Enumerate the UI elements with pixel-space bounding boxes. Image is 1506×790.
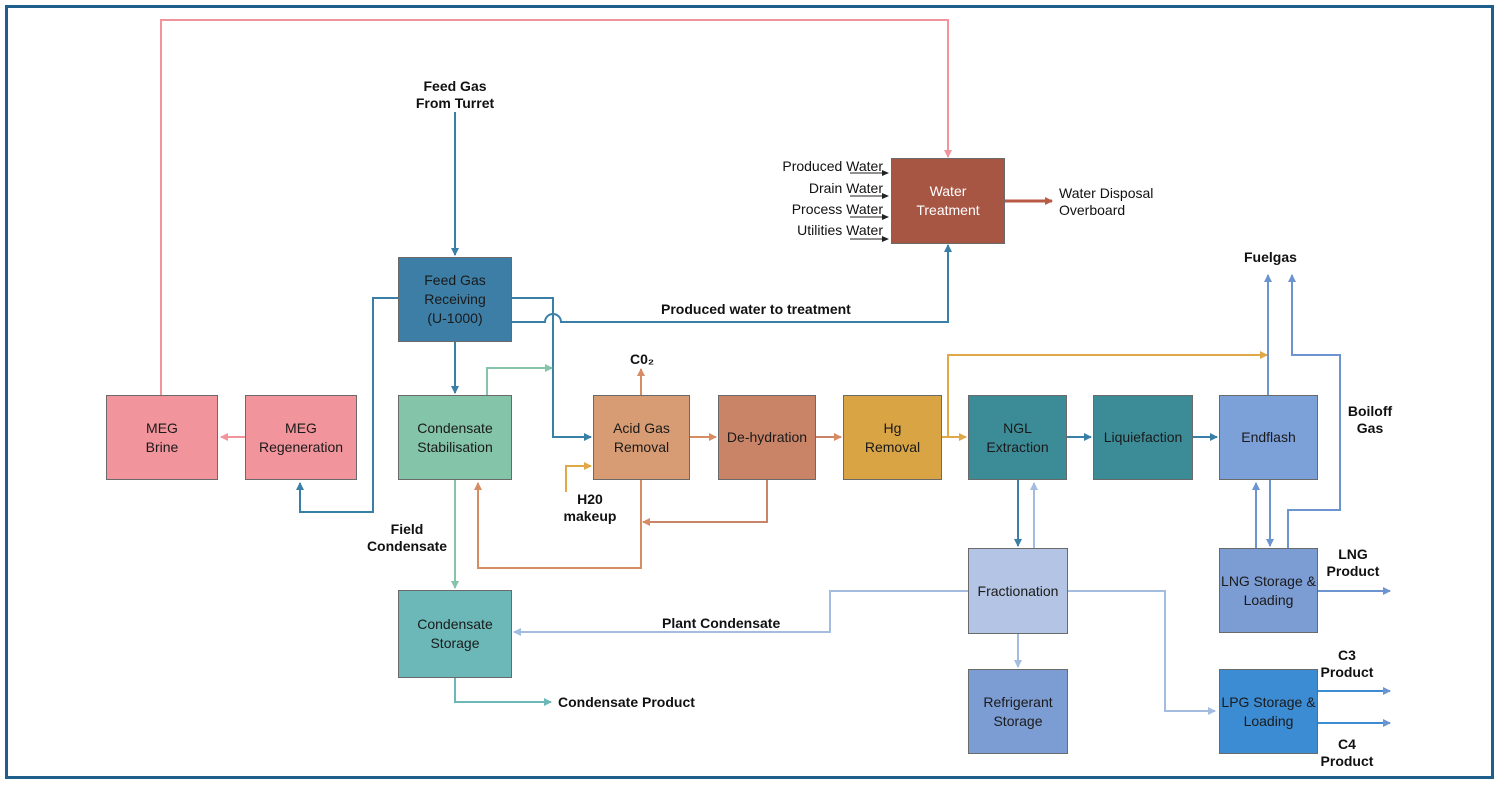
hg-removal-unit: Hg Removal	[843, 395, 942, 480]
produced-water-treatment-label: Produced water to treatment	[661, 301, 851, 317]
refrigerant-storage-unit: Refrigerant Storage	[968, 669, 1068, 754]
h2o-makeup-line	[565, 462, 592, 492]
utilities-water-label: Utilities Water	[797, 222, 883, 238]
produced-water-label: Produced Water	[782, 158, 883, 174]
field-condensate-label: Field Condensate	[366, 521, 448, 554]
water-treatment-unit: Water Treatment	[891, 158, 1005, 244]
drain-water-label: Drain Water	[808, 180, 883, 196]
meg-brine-unit: MEG Brine	[106, 395, 218, 480]
fractionation-to-lpg-line	[1068, 590, 1216, 715]
produced-water-line	[512, 244, 952, 323]
meg-regeneration-unit: MEG Regeneration	[245, 395, 357, 480]
receiving-to-meg-regen-line	[296, 297, 398, 513]
liquefaction-unit: Liquiefaction	[1093, 395, 1193, 480]
boiloff-gas-line	[1287, 274, 1341, 548]
lpg-storage-unit: LPG Storage & Loading	[1219, 669, 1318, 754]
stabilisation-overhead-line	[486, 364, 553, 395]
condensate-product-line	[454, 678, 552, 706]
water-disposal-label: Water Disposal Overboard	[1059, 185, 1154, 218]
h2o-makeup-label: H20 makeup	[563, 491, 617, 524]
diagram-frame	[5, 5, 1494, 779]
meg-brine-to-water-treatment-line	[160, 19, 952, 395]
co2-label: C0₂	[630, 351, 655, 367]
condensate-stabilisation-unit: Condensate Stabilisation	[398, 395, 512, 480]
process-water-label: Process Water	[791, 201, 883, 217]
plant-condensate-label: Plant Condensate	[662, 615, 781, 631]
dehydration-unit: De-hydration	[718, 395, 816, 480]
endflash-unit: Endflash	[1219, 395, 1318, 480]
plant-condensate-line	[513, 590, 968, 636]
boiloff-gas-label: Boiloff Gas	[1347, 403, 1393, 436]
dehydration-return-line	[642, 480, 768, 526]
receiving-to-acid-gas-line	[512, 297, 592, 441]
ngl-extraction-unit: NGL Extraction	[968, 395, 1067, 480]
acid-gas-removal-unit: Acid Gas Removal	[593, 395, 690, 480]
feed-gas-label: Feed Gas From Turret	[415, 78, 495, 111]
acid-to-stabilisation-line	[474, 480, 642, 569]
c3-product-label: C3 Product	[1320, 647, 1374, 680]
lng-product-label: LNG Product	[1326, 546, 1380, 579]
condensate-product-label: Condensate Product	[558, 694, 695, 710]
fuelgas-label: Fuelgas	[1244, 249, 1297, 265]
c4-product-label: C4 Product	[1320, 736, 1374, 769]
condensate-storage-unit: Condensate Storage	[398, 590, 512, 678]
lng-storage-unit: LNG Storage & Loading	[1219, 548, 1318, 633]
feed-gas-receiving-unit: Feed Gas Receiving (U-1000)	[398, 257, 512, 342]
hg-to-endflash-line	[942, 351, 1268, 438]
fractionation-unit: Fractionation	[968, 548, 1068, 634]
